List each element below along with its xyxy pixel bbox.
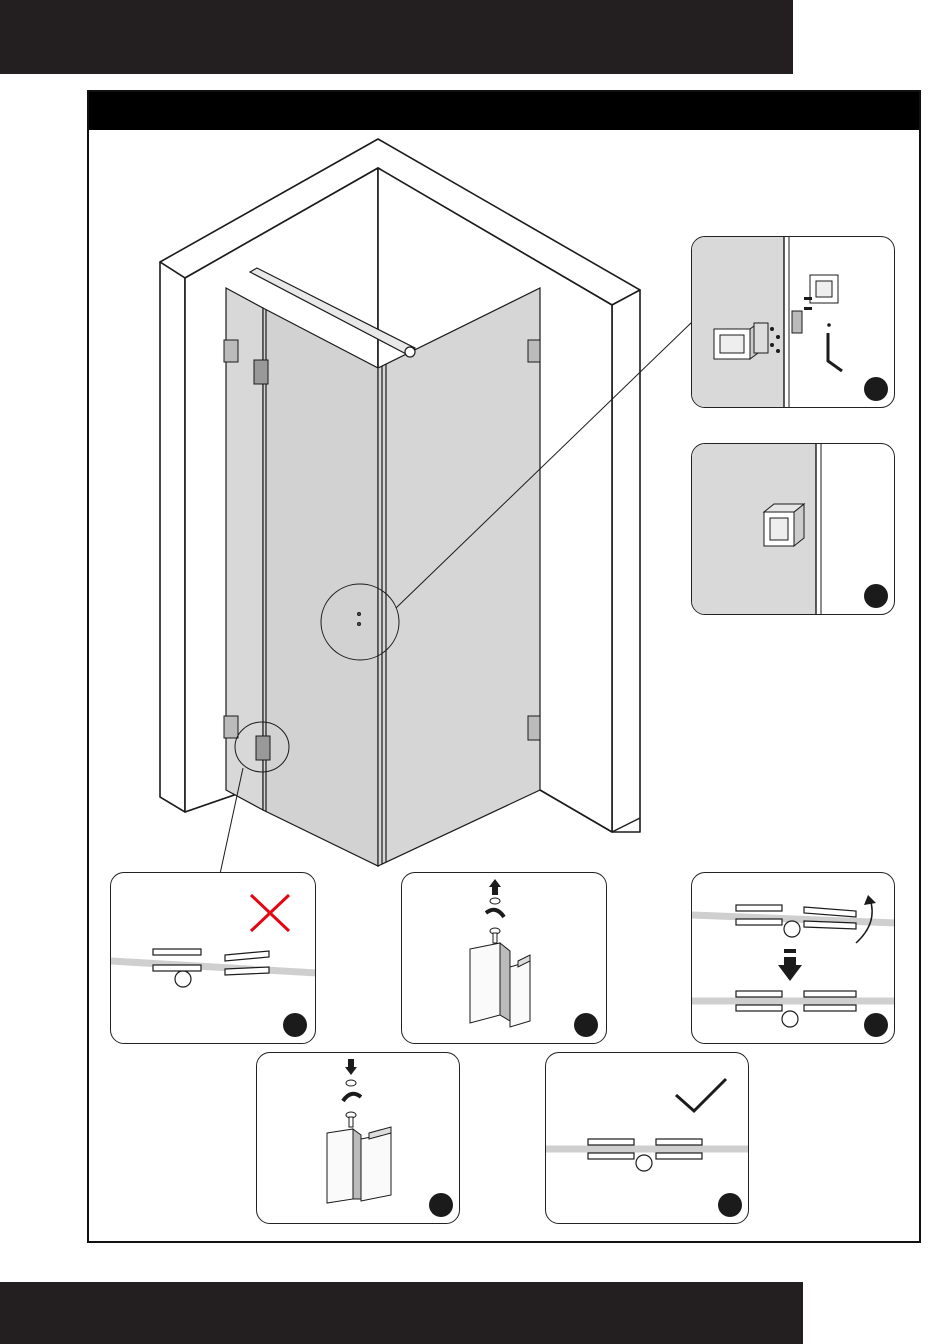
check-icon [676,1079,726,1111]
detail-bracket-installed-panel [691,443,895,615]
bottom-footer-bar [0,1282,803,1344]
hinge-plate-left [470,943,500,1023]
step-marker [283,1013,307,1037]
hinge-aligned-ok-panel [545,1052,749,1224]
arrow-down-icon [345,1059,357,1075]
hinge-top [254,360,268,384]
rotate-icon [343,1094,361,1101]
bracket-top-left [224,340,238,362]
bracket-bottom-left [224,716,238,738]
rotate-icon [486,910,504,917]
left-wall-edge [160,262,185,812]
hinge-bottom [256,736,270,760]
step-marker [429,1193,453,1217]
step-marker [864,584,888,608]
fixed-glass-right [378,288,540,866]
hinge-remove-screw-panel [401,872,607,1044]
allen-key-icon [828,333,842,371]
hinge-misaligned-panel [110,872,316,1044]
hinged-door [263,308,378,866]
right-wall-edge [612,290,640,832]
hinge-adjust-align-panel [691,872,895,1044]
bracket-top-right [528,340,540,362]
step-marker [864,377,888,401]
hinge-plate-right [510,961,530,1027]
bracket-bottom-right [528,716,540,740]
step-marker [864,1013,888,1037]
cross-icon [251,895,289,931]
arrow-up-icon [489,879,501,895]
arrow-down-icon [778,949,802,981]
step-marker [574,1013,598,1037]
step-marker [718,1193,742,1217]
hinge-refit-screw-panel [256,1052,460,1224]
detail-wall-bracket-panel [691,236,895,408]
